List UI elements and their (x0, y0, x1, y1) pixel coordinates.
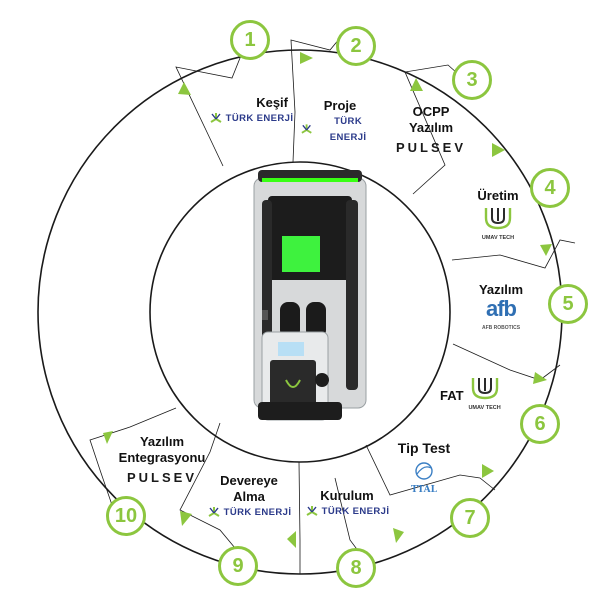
turk-enerji-logo: TÜRK ENERJİ (300, 114, 380, 146)
step-4-badge: 4 (530, 168, 570, 208)
arrow-icon (287, 531, 296, 548)
turbine-icon (306, 506, 318, 516)
umav-tech-logo: UMAV TECH (468, 376, 502, 416)
step-2-content: Proje TÜRK ENERJİ (300, 98, 380, 146)
step-8-badge: 8 (336, 548, 376, 588)
step-3-title-line-1: OCPP (412, 104, 450, 119)
segment-dividers (89, 37, 576, 574)
step-4-title: Üretim (477, 188, 519, 203)
turk-enerji-logo-text: TÜRK ENERJİ (321, 506, 390, 517)
step-10-title-line-1: Yazılım (139, 434, 185, 449)
step-10-content: Yazılım Entegrasyonu PULSEV (112, 434, 212, 486)
divider-8-9 (298, 461, 301, 574)
arrow-icon (178, 82, 191, 95)
divider-10-1 (89, 407, 177, 506)
pulsev-logo: PULSEV (126, 470, 197, 485)
divider-9-10 (179, 422, 236, 549)
step-6-content: FAT UMAV TECH (440, 376, 520, 416)
step-6-badge: 6 (520, 404, 560, 444)
divider-1-2 (175, 47, 245, 167)
umav-tech-icon (484, 208, 512, 230)
turbine-icon (301, 124, 312, 134)
step-5-content: Yazılım afb AFB ROBOTICS (468, 282, 534, 336)
arrow-markers (103, 52, 552, 548)
step-8-title: Kurulum (320, 488, 374, 503)
divider-2-3 (290, 37, 341, 163)
divider-3-4 (404, 64, 458, 195)
afb-robotics-text: AFB ROBOTICS (481, 325, 521, 331)
step-9-title-line-2: Alma (233, 489, 265, 504)
step-7-badge: 7 (450, 498, 490, 538)
step-10-title-line-2: Entegrasyonu (118, 450, 206, 465)
step-2-badge: 2 (336, 26, 376, 66)
arrow-icon (103, 431, 113, 444)
arrow-icon (492, 143, 505, 157)
step-6-number: 6 (534, 412, 546, 435)
divider-4-5 (451, 239, 576, 269)
turbine-icon (208, 507, 220, 517)
turk-enerji-logo-text: TÜRK ENERJİ (223, 507, 292, 518)
charging-station-image (253, 170, 367, 421)
step-7-title: Tip Test (397, 440, 451, 456)
turk-enerji-logo-text: TÜRK ENERJİ (225, 113, 294, 124)
divider-5-6 (452, 343, 561, 381)
step-7-content: Tip Test TTAL (384, 440, 464, 498)
step-2-title: Proje (323, 98, 357, 113)
arrow-icon (410, 78, 423, 91)
umav-tech-icon (471, 378, 498, 400)
step-9-content: Devereye Alma TÜRK ENERJİ (202, 473, 296, 521)
arrow-icon (533, 372, 547, 384)
step-5-badge: 5 (548, 284, 588, 324)
step-3-badge: 3 (452, 60, 492, 100)
step-4-number: 4 (544, 176, 556, 199)
turk-enerji-logo-text: TÜRK ENERJİ (329, 116, 367, 143)
afb-logo: afb (486, 296, 517, 321)
umav-tech-logo-text: UMAV TECH (468, 405, 501, 411)
turbine-icon (210, 113, 222, 123)
step-9-badge: 9 (218, 546, 258, 586)
step-1-number: 1 (244, 28, 256, 51)
step-10-badge: 10 (106, 496, 146, 536)
ttal-icon (415, 462, 433, 480)
step-1-badge: 1 (230, 20, 270, 60)
step-6-title: FAT (440, 388, 464, 403)
step-3-number: 3 (466, 68, 478, 91)
ttal-logo-text: TTAL (411, 485, 437, 495)
step-9-number: 9 (232, 554, 244, 577)
turk-enerji-logo: TÜRK ENERJİ (202, 505, 296, 521)
step-8-number: 8 (350, 556, 362, 579)
turk-enerji-logo: TÜRK ENERJİ (206, 111, 296, 127)
pulsev-logo: PULSEV (395, 140, 466, 155)
step-1-content: Keşif TÜRK ENERJİ (206, 95, 296, 127)
arrow-icon (482, 464, 494, 478)
arrow-icon (300, 52, 313, 64)
step-9-title-line-1: Devereye (220, 473, 278, 488)
arrow-icon (393, 528, 404, 543)
step-5-number: 5 (562, 292, 574, 315)
step-7-number: 7 (464, 506, 476, 529)
step-5-title: Yazılım (478, 282, 524, 297)
step-4-content: Üretim UMAV TECH (462, 188, 534, 246)
step-1-title: Keşif (256, 95, 288, 110)
umav-tech-logo-text: UMAV TECH (481, 235, 515, 241)
arrow-icon (540, 244, 552, 256)
step-3-title-line-2: Yazılım (408, 120, 454, 135)
step-3-content: OCPP Yazılım PULSEV (388, 104, 474, 156)
divider-6-7 (365, 444, 496, 496)
step-2-number: 2 (350, 34, 362, 57)
step-10-number: 10 (114, 504, 138, 527)
step-8-content: Kurulum TÜRK ENERJİ (304, 488, 390, 520)
station-screen (282, 236, 320, 272)
turk-enerji-logo: TÜRK ENERJİ (304, 504, 390, 520)
arrow-icon (180, 511, 192, 526)
